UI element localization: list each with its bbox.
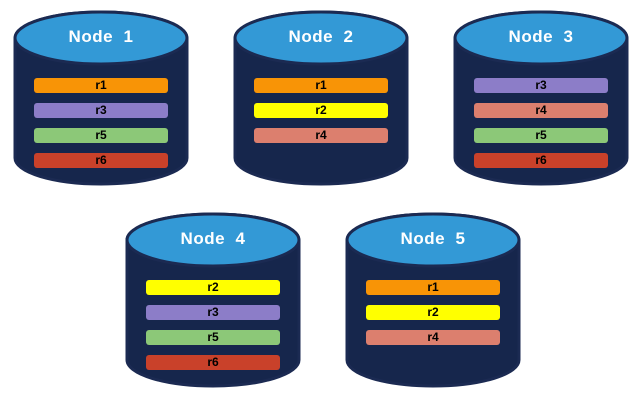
cylinder-top-cap: [13, 10, 189, 66]
replica-list: r3 r4 r5 r6: [452, 78, 630, 168]
cylinder-top-cap: [345, 212, 521, 268]
replica-list: r2 r3 r5 r6: [124, 280, 302, 370]
cylinder-top-cap: [453, 10, 629, 66]
replica-bar[interactable]: r4: [474, 103, 608, 118]
replica-bar[interactable]: r6: [474, 153, 608, 168]
replica-bar[interactable]: r5: [34, 128, 168, 143]
replica-bar[interactable]: r1: [254, 78, 388, 93]
replica-bar[interactable]: r2: [146, 280, 280, 295]
replica-list: r1 r2 r4: [344, 280, 522, 345]
replica-list: r1 r3 r5 r6: [12, 78, 190, 168]
replica-bar[interactable]: r1: [366, 280, 500, 295]
replica-bar[interactable]: r4: [366, 330, 500, 345]
replica-bar[interactable]: r3: [474, 78, 608, 93]
replica-list: r1 r2 r4: [232, 78, 410, 143]
replica-bar[interactable]: r3: [34, 103, 168, 118]
replica-bar[interactable]: r2: [254, 103, 388, 118]
replica-bar[interactable]: r5: [146, 330, 280, 345]
replica-bar[interactable]: r3: [146, 305, 280, 320]
cylinder-top-cap: [125, 212, 301, 268]
replica-bar[interactable]: r4: [254, 128, 388, 143]
replica-bar[interactable]: r6: [34, 153, 168, 168]
replica-bar[interactable]: r6: [146, 355, 280, 370]
replica-bar[interactable]: r1: [34, 78, 168, 93]
cylinder-top-cap: [233, 10, 409, 66]
replica-bar[interactable]: r5: [474, 128, 608, 143]
replica-bar[interactable]: r2: [366, 305, 500, 320]
